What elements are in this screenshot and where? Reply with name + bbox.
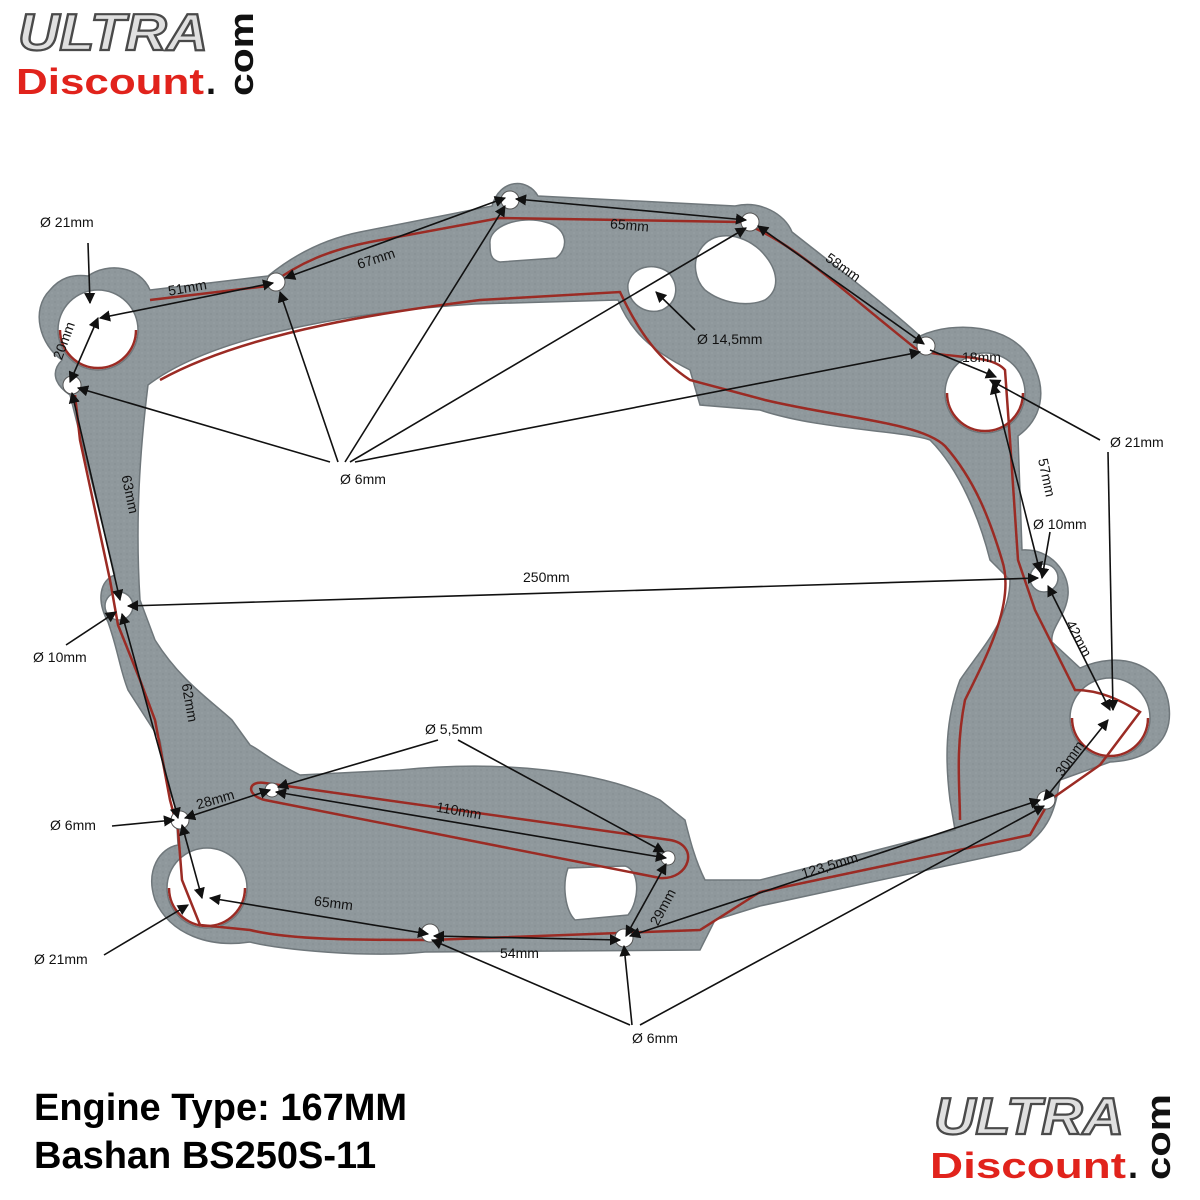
- logo-discount-text: Discount: [930, 1145, 1126, 1186]
- label-51mm: 51mm: [167, 276, 208, 299]
- label-65mm-top: 65mm: [609, 215, 649, 234]
- label-250mm: 250mm: [523, 569, 570, 585]
- logo-com-text: com: [223, 12, 261, 96]
- label-62mm: 62mm: [179, 682, 202, 723]
- label-57mm: 57mm: [1035, 457, 1059, 498]
- logo-ultra-text: ULTRA: [18, 4, 208, 62]
- logo-ultra-text: ULTRA: [934, 1088, 1124, 1146]
- gasket-body: [38, 182, 1171, 955]
- engine-caption: Engine Type: 167MM Bashan BS250S-11: [34, 1087, 407, 1177]
- brand-logo-top-left: ULTRA Discount . com: [16, 3, 261, 102]
- label-42mm: 42mm: [1063, 618, 1095, 660]
- label-63mm: 63mm: [118, 474, 142, 515]
- label-d21-right: Ø 21mm: [1110, 434, 1164, 450]
- engine-type-text: Engine Type: 167MM: [34, 1087, 407, 1129]
- label-d14-5: Ø 14,5mm: [697, 331, 762, 347]
- label-110mm: 110mm: [435, 799, 483, 823]
- label-d6-bottom: Ø 6mm: [632, 1030, 678, 1046]
- label-d21-top-left: Ø 21mm: [40, 214, 94, 230]
- label-d10-left: Ø 10mm: [33, 649, 87, 665]
- logo-dot: .: [206, 61, 216, 102]
- logo-discount-text: Discount: [16, 61, 204, 102]
- label-d6-left: Ø 6mm: [50, 817, 96, 833]
- dimension-arrows: [65, 194, 1119, 1026]
- label-d6-middle: Ø 6mm: [340, 471, 386, 487]
- logo-dot: .: [1128, 1145, 1138, 1186]
- logo-com-text: com: [1140, 1094, 1178, 1180]
- dimension-labels: Ø 21mm 51mm 67mm 65mm 58mm Ø 14,5mm 18mm…: [33, 214, 1164, 1046]
- model-name-text: Bashan BS250S-11: [34, 1135, 376, 1177]
- brand-logo-bottom-right: ULTRA Discount . com: [930, 1087, 1178, 1186]
- label-d5-5: Ø 5,5mm: [425, 721, 483, 737]
- label-d10-right: Ø 10mm: [1033, 516, 1087, 532]
- label-18mm: 18mm: [962, 349, 1001, 365]
- label-65mm-bottom: 65mm: [313, 893, 354, 914]
- label-d21-bottom-left: Ø 21mm: [34, 951, 88, 967]
- label-54mm: 54mm: [500, 945, 539, 961]
